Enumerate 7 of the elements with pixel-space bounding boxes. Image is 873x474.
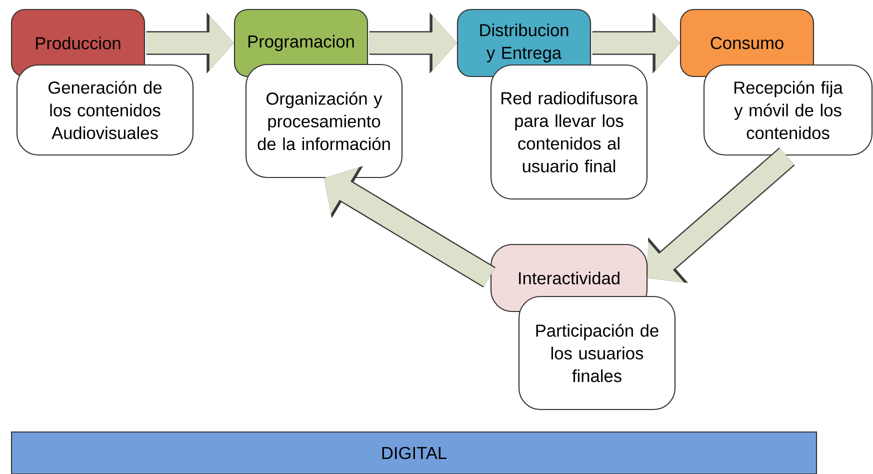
description-box: Recepción fija y móvil de los contenidos xyxy=(703,64,873,156)
block-arrow xyxy=(648,147,795,284)
description-box: Participación de los usuarios finales xyxy=(518,296,676,410)
banner-bar: DIGITAL xyxy=(10,431,818,474)
description-box: Red radiodifusora para llevar los contenidos al usuario final xyxy=(490,64,648,200)
description-box: Generación de los contenidos Audiovisuales xyxy=(16,64,194,156)
description-box: Organización y procesamiento de la información xyxy=(245,64,403,178)
